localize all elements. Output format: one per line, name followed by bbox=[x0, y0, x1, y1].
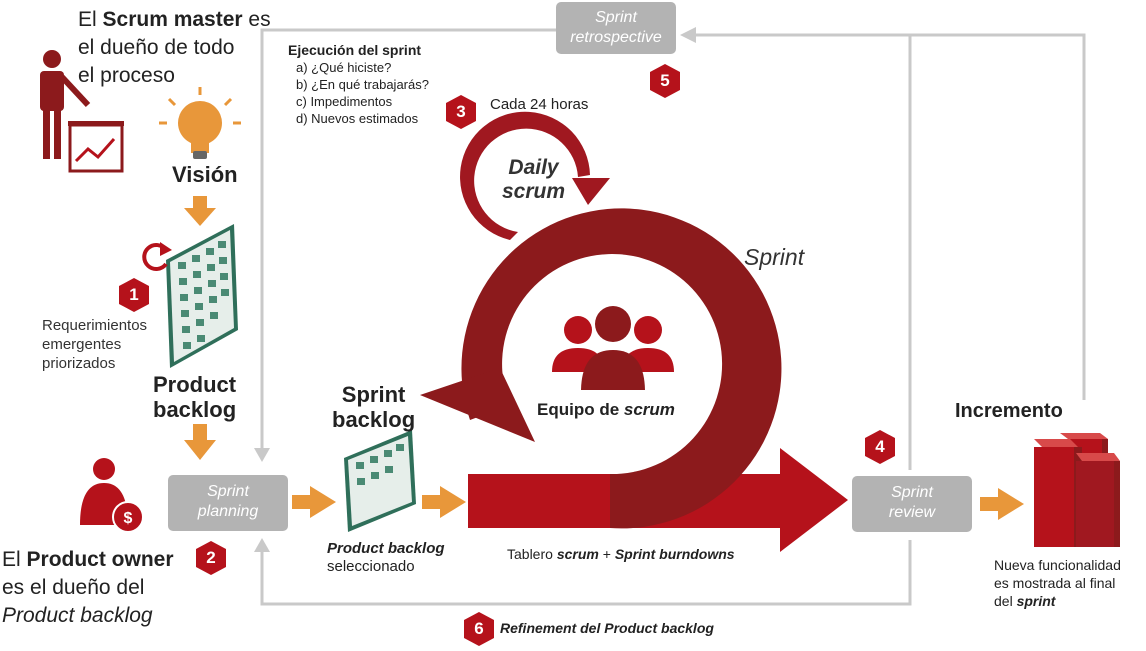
product-owner-icon: $ bbox=[80, 458, 144, 533]
badge-4: 4 bbox=[863, 430, 897, 464]
lightbulb-icon bbox=[159, 87, 241, 159]
badge-2: 2 bbox=[194, 541, 228, 575]
sprint-label: Sprint bbox=[744, 244, 805, 270]
sprint-backlog-label: Sprint backlog bbox=[332, 382, 416, 432]
product-backlog-board bbox=[166, 224, 238, 368]
requirements-text: Requerimientos emergentes priorizados bbox=[42, 317, 148, 372]
sprint-retrospective-line1: Sprint bbox=[595, 9, 637, 26]
retro-to-planning-line bbox=[260, 28, 556, 455]
vision-label: Visión bbox=[172, 162, 238, 187]
sprint-review-line2: review bbox=[888, 504, 936, 521]
every-24h-text: Cada 24 horas bbox=[490, 96, 589, 113]
svg-text:$: $ bbox=[124, 510, 133, 527]
sprint-arrow-head bbox=[780, 448, 848, 552]
vision-down-arrow bbox=[184, 196, 216, 226]
increment-to-retro-line bbox=[690, 33, 1086, 400]
sprint-execution-item: b) ¿En qué trabajarás? bbox=[296, 77, 429, 92]
scrum-master-text: El Scrum master es el dueño de todo el p… bbox=[78, 8, 271, 87]
sprint-ring-arrowhead bbox=[420, 368, 535, 442]
badge-5: 5 bbox=[648, 64, 682, 98]
sprint-retrospective-box[interactable]: Sprint retrospective bbox=[556, 2, 676, 54]
sprint-review-box[interactable]: Sprint review bbox=[852, 476, 972, 532]
refinement-line bbox=[260, 540, 912, 606]
increment-blocks-icon bbox=[1034, 433, 1120, 547]
product-backlog-label: Product backlog bbox=[153, 372, 237, 422]
increment-label: Incremento bbox=[955, 400, 1063, 422]
product-owner-text: El Product owner es el dueño del Product… bbox=[2, 548, 174, 627]
badge-1: 1 bbox=[117, 278, 151, 312]
refresh-icon bbox=[142, 242, 172, 271]
sprint-ring bbox=[461, 208, 782, 529]
sprint-backlog-right-arrow bbox=[422, 486, 466, 518]
team-icon bbox=[552, 306, 674, 390]
badge-3: 3 bbox=[444, 95, 478, 129]
sprint-retrospective-line2: retrospective bbox=[570, 29, 662, 46]
selected-backlog-text: Product backlog seleccionado bbox=[327, 540, 445, 575]
sprint-execution-title: Ejecución del sprint bbox=[288, 42, 422, 58]
retro-arrowhead bbox=[680, 27, 696, 43]
sprint-review-line1: Sprint bbox=[891, 484, 933, 501]
daily-scrum-arrowhead bbox=[572, 178, 610, 205]
sprint-planning-box[interactable]: Sprint planning bbox=[168, 475, 288, 531]
planning-bottom-arrowhead bbox=[254, 538, 270, 552]
team-label: Equipo de scrum bbox=[537, 400, 675, 419]
sprint-planning-line1: Sprint bbox=[207, 483, 249, 500]
refinement-label: Refinement del Product backlog bbox=[500, 620, 714, 636]
sprint-execution-item: a) ¿Qué hiciste? bbox=[296, 60, 392, 75]
board-caption: Tablero scrum + Sprint burndowns bbox=[507, 546, 735, 562]
sprint-execution-item: c) Impedimentos bbox=[296, 94, 393, 109]
new-functionality-text: Nueva funcionalidad es mostrada al final… bbox=[994, 557, 1121, 609]
backlog-down-arrow bbox=[184, 424, 216, 460]
daily-scrum-label: Daily scrum bbox=[502, 156, 566, 203]
planning-top-arrowhead bbox=[254, 448, 270, 462]
sprint-backlog-board bbox=[344, 430, 416, 532]
badge-6: 6 bbox=[462, 612, 496, 646]
planning-right-arrow bbox=[292, 486, 336, 518]
scrum-master-icon bbox=[40, 50, 124, 173]
sprint-execution-item: d) Nuevos estimados bbox=[296, 111, 419, 126]
review-right-arrow bbox=[980, 488, 1024, 520]
sprint-planning-line2: planning bbox=[197, 503, 259, 520]
sprint-execution-block: Ejecución del sprint a) ¿Qué hiciste? b)… bbox=[288, 42, 429, 127]
